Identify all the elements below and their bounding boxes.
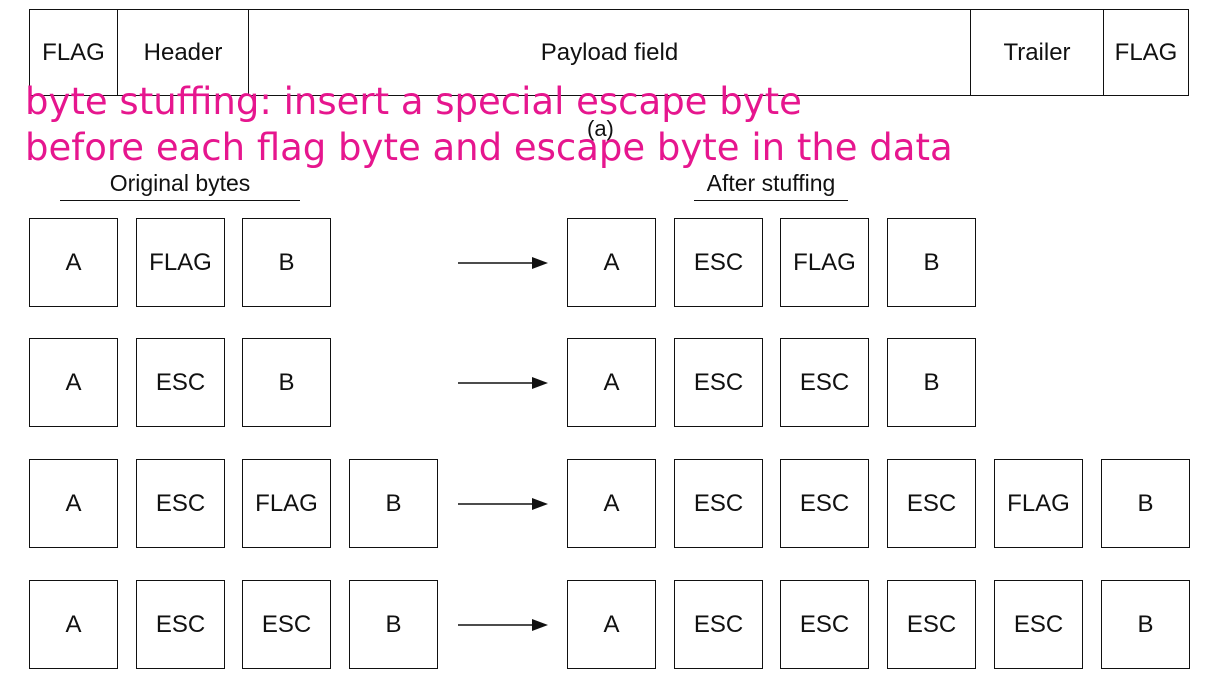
stuffed-byte: ESC bbox=[674, 580, 763, 669]
original-byte: B bbox=[349, 580, 438, 669]
original-byte: A bbox=[29, 338, 118, 427]
original-byte: ESC bbox=[136, 338, 225, 427]
original-bytes-underline bbox=[60, 200, 300, 201]
transform-arrow-icon bbox=[458, 498, 548, 510]
frame-field-header: Header bbox=[118, 10, 249, 95]
stuffed-byte: ESC bbox=[674, 218, 763, 307]
original-byte: B bbox=[242, 338, 331, 427]
after-stuffing-underline bbox=[694, 200, 848, 201]
stuffed-byte: ESC bbox=[674, 459, 763, 548]
frame-field-payload: Payload field bbox=[249, 10, 971, 95]
stuffed-byte: FLAG bbox=[994, 459, 1083, 548]
original-byte: A bbox=[29, 459, 118, 548]
stuffed-byte: ESC bbox=[674, 338, 763, 427]
stuffed-byte: ESC bbox=[780, 459, 869, 548]
stuffed-byte: ESC bbox=[780, 338, 869, 427]
stuffed-byte: A bbox=[567, 338, 656, 427]
annotation-line-1: byte stuffing: insert a special escape b… bbox=[25, 80, 802, 123]
stuffed-byte: B bbox=[887, 338, 976, 427]
frame-field-trailer: Trailer bbox=[971, 10, 1104, 95]
original-byte: A bbox=[29, 218, 118, 307]
frame-field-flag-end: FLAG bbox=[1114, 38, 1178, 66]
transform-arrow-icon bbox=[458, 377, 548, 389]
annotation-line-2: before each flag byte and escape byte in… bbox=[25, 126, 953, 169]
stuffed-byte: A bbox=[567, 580, 656, 669]
original-byte: B bbox=[349, 459, 438, 548]
original-byte: FLAG bbox=[136, 218, 225, 307]
stuffed-byte: ESC bbox=[994, 580, 1083, 669]
frame-field-flag-start: FLAG bbox=[30, 10, 118, 95]
original-bytes-title: Original bytes bbox=[109, 170, 251, 196]
stuffed-byte: ESC bbox=[887, 459, 976, 548]
frame-format: FLAG Header Payload field Trailer FLAG bbox=[29, 9, 1189, 96]
stuffed-byte: A bbox=[567, 459, 656, 548]
stuffed-byte: B bbox=[1101, 580, 1190, 669]
transform-arrow-icon bbox=[458, 619, 548, 631]
original-byte: ESC bbox=[136, 580, 225, 669]
original-byte: ESC bbox=[136, 459, 225, 548]
stuffed-byte: B bbox=[1101, 459, 1190, 548]
transform-arrow-icon bbox=[458, 257, 548, 269]
after-stuffing-title: After stuffing bbox=[706, 170, 836, 196]
original-byte: B bbox=[242, 218, 331, 307]
original-byte: A bbox=[29, 580, 118, 669]
stuffed-byte: ESC bbox=[780, 580, 869, 669]
original-byte: ESC bbox=[242, 580, 331, 669]
stuffed-byte: B bbox=[887, 218, 976, 307]
frame-caption: (a) bbox=[587, 116, 614, 141]
original-byte: FLAG bbox=[242, 459, 331, 548]
stuffed-byte: A bbox=[567, 218, 656, 307]
stuffed-byte: FLAG bbox=[780, 218, 869, 307]
stuffed-byte: ESC bbox=[887, 580, 976, 669]
